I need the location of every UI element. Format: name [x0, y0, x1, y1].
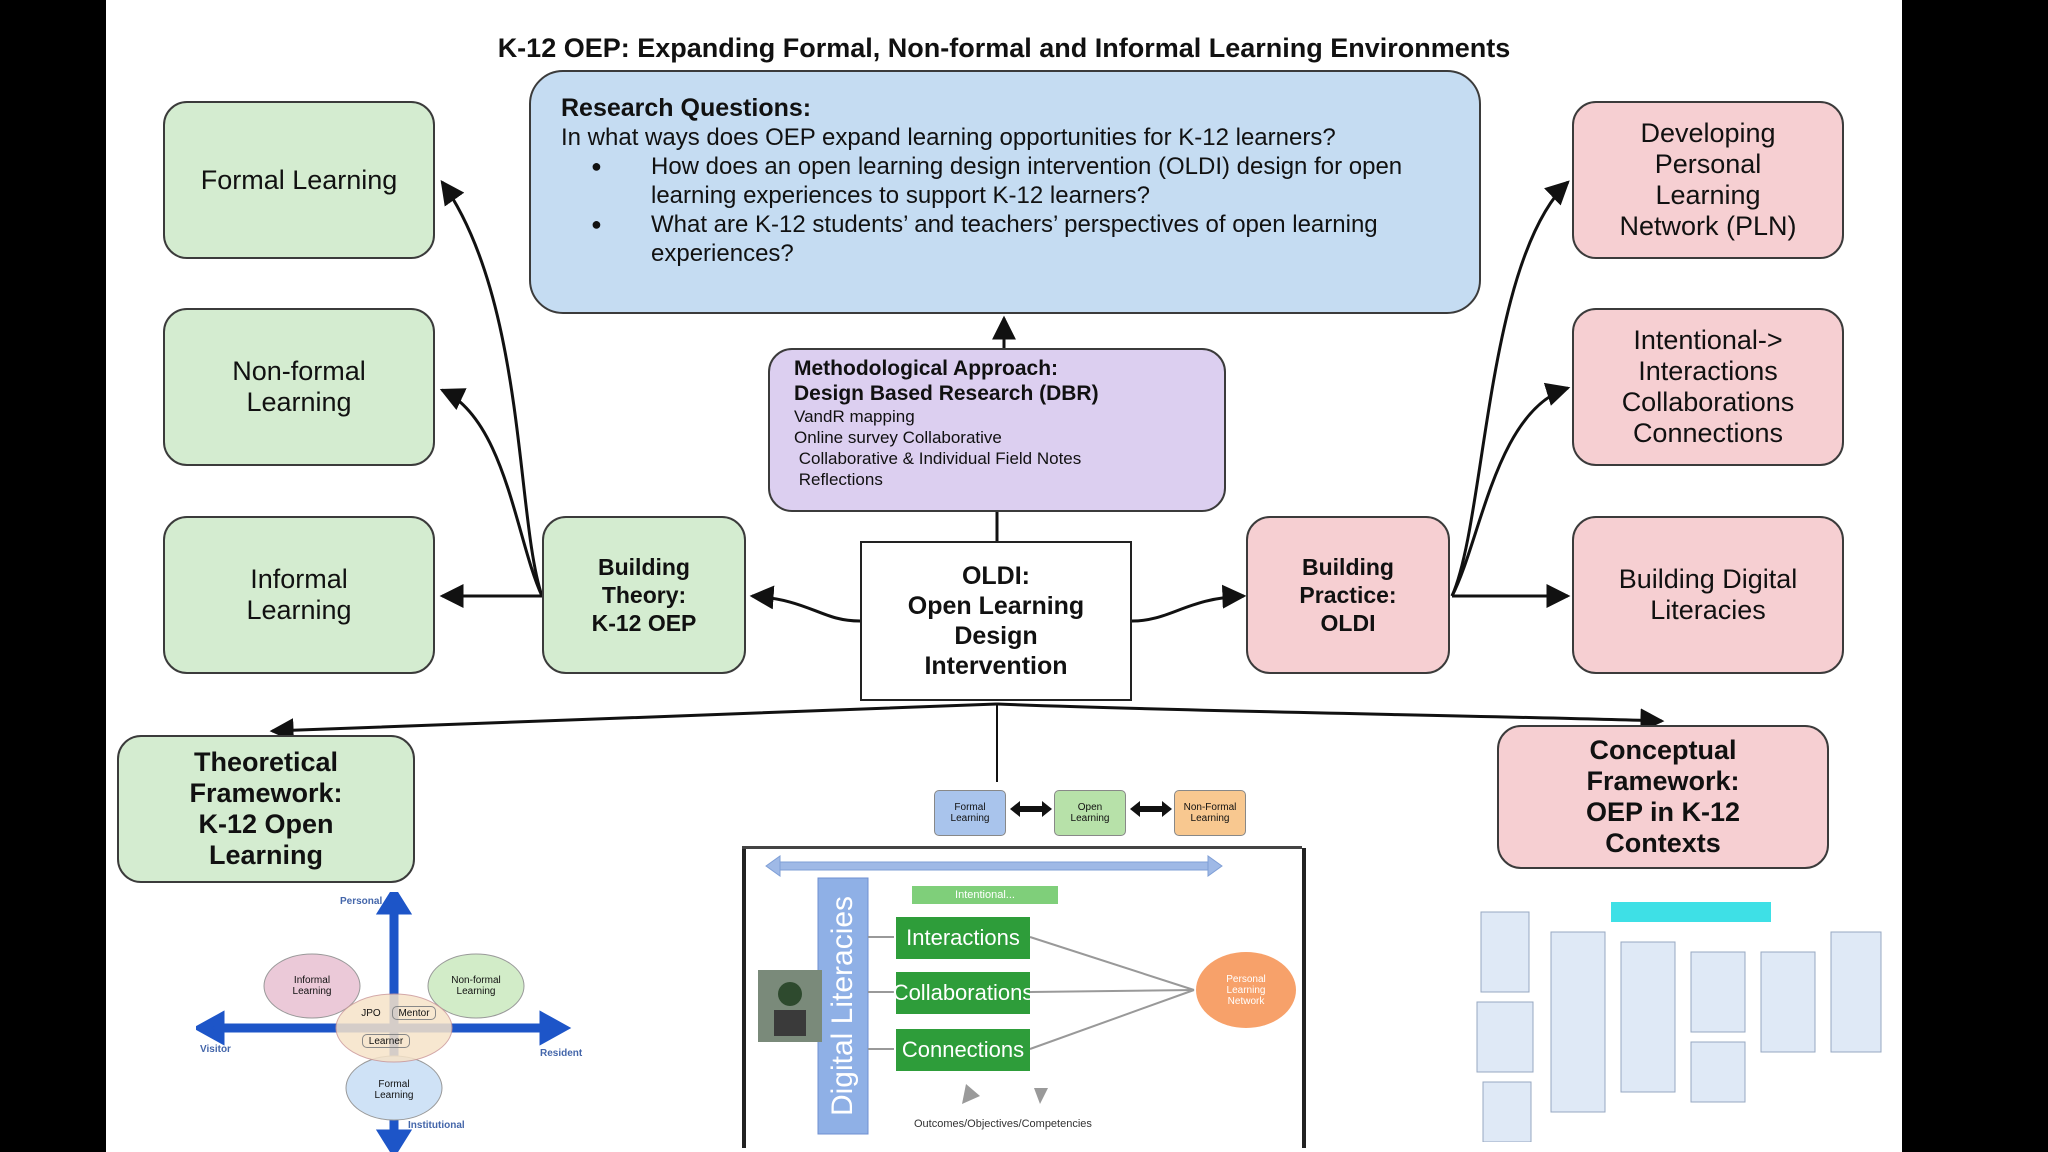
pln-circle-label: Personal Learning Network: [1226, 973, 1266, 1007]
intentional-box: Intentional-> Interactions Collaboration…: [1572, 308, 1844, 466]
vr-axis-bottom: Institutional: [408, 1120, 465, 1131]
oldi-top-open: Open Learning: [1054, 790, 1126, 836]
connections-tile: Connections: [896, 1029, 1030, 1071]
method-item: VandR mapping: [794, 407, 915, 426]
vr-center-label: Mentor: [392, 1006, 436, 1020]
digital-literacies-box: Building Digital Literacies: [1572, 516, 1844, 674]
theoretical-framework-label: Theoretical Framework: K-12 Open Learnin…: [189, 747, 343, 870]
oldi-diagram-illustration: Formal Learning Open Learning Non-Formal…: [734, 782, 1314, 1152]
connector-arrows: [269, 180, 1665, 782]
theoretical-framework-box: Theoretical Framework: K-12 Open Learnin…: [117, 735, 415, 883]
arrow-theory-to-formal: [440, 180, 544, 597]
methodological-approach-box: Methodological Approach: Design Based Re…: [768, 348, 1226, 512]
arrow-practice-to-pln: [1450, 180, 1570, 597]
conceptual-framework-box: Conceptual Framework: OEP in K-12 Contex…: [1497, 725, 1829, 869]
arrow-oldi-to-conceptual: [996, 702, 1665, 733]
conceptual-framework-thumbnail: [1476, 902, 1882, 1142]
method-item: Online survey Collaborative: [794, 428, 1002, 447]
intentional-bar: Intentional...: [912, 886, 1058, 904]
collaborations-tile: Collaborations: [893, 972, 1033, 1014]
arrow-theory-to-nonformal: [439, 388, 544, 597]
vr-axis-right: Resident: [540, 1048, 583, 1059]
research-bullet: How does an open learning design interve…: [561, 152, 1449, 210]
research-heading: Research Questions:: [561, 94, 812, 122]
slide: K-12 OEP: Expanding Formal, Non-formal a…: [106, 0, 1902, 1152]
arrow-practice-to-intentional: [1450, 382, 1571, 597]
research-bullet: What are K-12 students’ and teachers’ pe…: [561, 210, 1449, 268]
vr-informal-label: Informal Learning: [292, 975, 332, 997]
method-item: Reflections: [794, 470, 883, 489]
building-practice-label: Building Practice: OLDI: [1299, 554, 1397, 636]
building-theory-label: Building Theory: K-12 OEP: [591, 554, 697, 636]
arrow-oldi-to-theoretical: [269, 702, 998, 743]
nonformal-learning-label: Non-formal Learning: [232, 356, 366, 417]
building-practice-box: Building Practice: OLDI: [1246, 516, 1450, 674]
method-heading: Methodological Approach: Design Based Re…: [794, 357, 1099, 405]
vr-map-axes: [196, 892, 572, 1152]
outcomes-label: Outcomes/Objectives/Competencies: [914, 1118, 1092, 1130]
pln-box: Developing Personal Learning Network (PL…: [1572, 101, 1844, 259]
interactions-tile: Interactions: [896, 917, 1030, 959]
vr-axis-left: Visitor: [200, 1044, 231, 1055]
oldi-box: OLDI: Open Learning Design Intervention: [860, 541, 1132, 701]
intentional-label: Intentional-> Interactions Collaboration…: [1621, 325, 1795, 448]
building-theory-box: Building Theory: K-12 OEP: [542, 516, 746, 674]
digital-literacies-label: Building Digital Literacies: [1618, 564, 1798, 625]
vr-nonformal-label: Non-formal Learning: [451, 975, 501, 997]
nonformal-learning-box: Non-formal Learning: [163, 308, 435, 466]
research-sub-questions: How does an open learning design interve…: [561, 152, 1449, 268]
digital-literacies-vertical: Digital Literacies: [818, 878, 868, 1134]
oldi-diagram-shapes: [742, 801, 1306, 1148]
digital-literacies-text: Digital Literacies: [826, 895, 859, 1117]
formal-learning-box: Formal Learning: [163, 101, 435, 259]
oldi-top-formal: Formal Learning: [934, 790, 1006, 836]
vr-center-label: Learner: [362, 1034, 410, 1048]
informal-learning-box: Informal Learning: [163, 516, 435, 674]
formal-learning-label: Formal Learning: [200, 164, 398, 195]
conceptual-framework-label: Conceptual Framework: OEP in K-12 Contex…: [1585, 735, 1741, 858]
vr-map-illustration: Personal Institutional Visitor Resident …: [196, 892, 596, 1152]
arrow-oldi-to-practice: [1131, 584, 1247, 623]
vr-center-label: JPO: [361, 1007, 381, 1019]
method-item: Collaborative & Individual Field Notes: [794, 449, 1082, 468]
vr-axis-top: Personal: [340, 896, 383, 907]
oldi-top-nonformal: Non-Formal Learning: [1174, 790, 1246, 836]
arrow-oldi-to-theory: [749, 585, 861, 623]
informal-learning-label: Informal Learning: [246, 564, 352, 625]
vr-formal-label: Formal Learning: [374, 1079, 414, 1101]
pln-label: Developing Personal Learning Network (PL…: [1619, 118, 1797, 241]
research-main-question: In what ways does OEP expand learning op…: [561, 124, 1336, 151]
research-questions-box: Research Questions: In what ways does OE…: [529, 70, 1481, 314]
diagram-title: K-12 OEP: Expanding Formal, Non-formal a…: [497, 33, 1511, 63]
